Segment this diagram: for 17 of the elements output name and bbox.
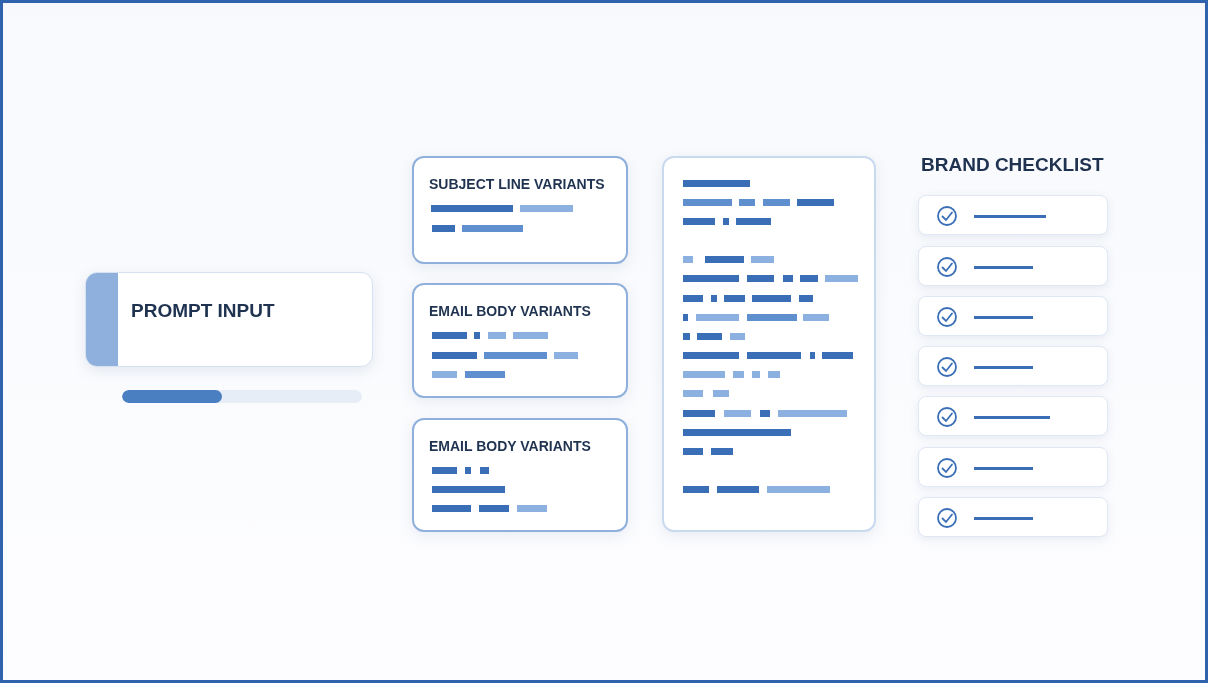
variant-card — [412, 418, 628, 532]
variant-card — [412, 283, 628, 398]
checklist-item — [918, 246, 1108, 286]
checklist-item — [918, 195, 1108, 235]
checklist-item — [918, 497, 1108, 537]
card-title: SUBJECT LINE VARIANTS — [429, 176, 605, 192]
checklist-item — [918, 447, 1108, 487]
checklist-item — [918, 296, 1108, 336]
card-title: EMAIL BODY VARIANTS — [429, 303, 591, 319]
variant-card — [412, 156, 628, 264]
card-title: EMAIL BODY VARIANTS — [429, 438, 591, 454]
input-card — [85, 272, 373, 367]
document-card — [662, 156, 876, 532]
section-heading: BRAND CHECKLIST — [921, 154, 1104, 176]
checklist-item — [918, 346, 1108, 386]
checklist-item — [918, 396, 1108, 436]
card-title: PROMPT INPUT — [131, 300, 275, 322]
